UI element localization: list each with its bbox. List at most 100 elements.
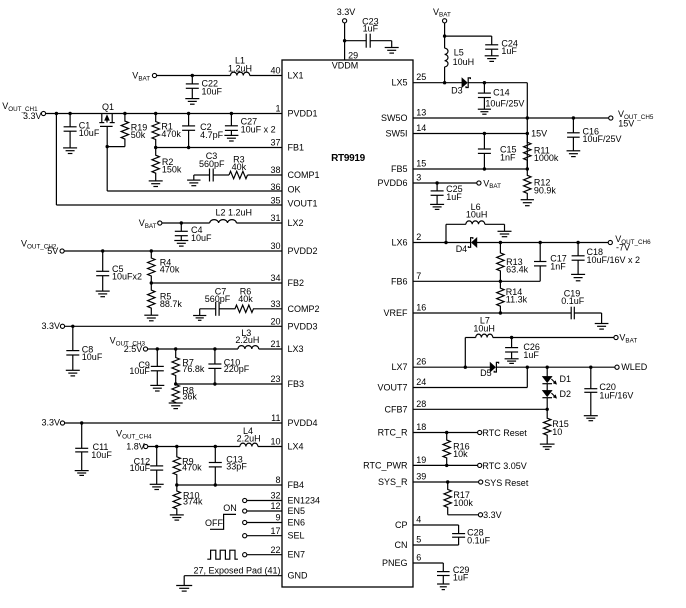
svg-text:SW5I: SW5I [385,129,407,139]
svg-text:VBAT: VBAT [483,178,501,190]
svg-text:10uF x 2: 10uF x 2 [241,125,276,135]
svg-text:VREF: VREF [383,308,408,318]
svg-text:R19: R19 [131,123,148,133]
svg-text:10uF: 10uF [82,352,103,362]
svg-text:C23: C23 [362,17,379,27]
svg-text:R15: R15 [552,419,569,429]
svg-text:FB2: FB2 [288,278,305,288]
svg-text:C7: C7 [215,287,227,297]
svg-text:VOUT7: VOUT7 [377,383,407,393]
svg-text:23: 23 [270,374,280,384]
svg-text:12: 12 [270,501,280,511]
svg-text:COMP2: COMP2 [288,304,320,314]
svg-text:PVDD4: PVDD4 [288,418,318,428]
svg-text:LX1: LX1 [288,71,304,81]
svg-text:C15: C15 [500,145,517,155]
svg-text:PNEG: PNEG [382,558,408,568]
svg-text:8: 8 [275,475,280,485]
svg-text:OK: OK [288,184,301,194]
svg-text:R10: R10 [183,490,200,500]
svg-text:LX4: LX4 [288,442,304,452]
svg-text:220pF: 220pF [224,364,250,374]
svg-text:10uH: 10uH [453,57,475,67]
svg-text:C18: C18 [587,247,604,257]
svg-text:EN6: EN6 [288,518,306,528]
svg-text:D3: D3 [451,86,463,96]
svg-text:1uF: 1uF [523,350,539,360]
svg-text:OFF: OFF [205,518,223,528]
svg-text:R11: R11 [534,145,550,155]
svg-text:C29: C29 [453,565,470,575]
svg-text:R16: R16 [453,441,470,451]
svg-text:LX2: LX2 [288,218,304,228]
svg-text:C20: C20 [599,382,616,392]
svg-text:1uF: 1uF [501,46,517,56]
svg-text:R12: R12 [534,178,551,188]
svg-text:39: 39 [416,472,426,482]
svg-text:R9: R9 [182,456,194,466]
svg-text:3.3V: 3.3V [41,418,60,428]
svg-text:EN5: EN5 [288,506,306,516]
svg-text:76.8k: 76.8k [182,364,205,374]
svg-text:CFB7: CFB7 [384,404,407,414]
svg-text:34: 34 [270,273,280,283]
svg-text:10uF/25V: 10uF/25V [583,134,622,144]
svg-text:WLED: WLED [621,362,648,372]
svg-text:10uF: 10uF [79,128,100,138]
svg-text:VOUT_CH4: VOUT_CH4 [116,429,152,441]
svg-text:C26: C26 [523,342,540,352]
svg-text:C3: C3 [206,151,218,161]
svg-text:C13: C13 [226,455,243,465]
svg-text:10uF: 10uF [129,366,150,376]
svg-text:L3: L3 [241,328,251,338]
svg-text:CN: CN [395,540,408,550]
svg-text:1000k: 1000k [534,153,559,163]
svg-text:RT9919: RT9919 [331,153,366,164]
svg-text:2.2uH: 2.2uH [237,434,261,444]
svg-text:VOUT_CH3: VOUT_CH3 [110,336,146,348]
svg-text:C4: C4 [191,225,203,235]
svg-text:VOUT_CH6: VOUT_CH6 [615,234,651,246]
svg-text:R1: R1 [161,122,173,132]
svg-text:EN1234: EN1234 [288,496,321,506]
svg-text:470k: 470k [161,129,181,139]
svg-text:RTC_R: RTC_R [378,428,408,438]
svg-text:D4: D4 [456,244,468,254]
svg-text:1uF: 1uF [363,24,379,34]
svg-text:COMP1: COMP1 [288,170,320,180]
svg-text:40: 40 [270,66,280,76]
svg-text:C12: C12 [134,457,151,467]
svg-text:VOUT_CH1: VOUT_CH1 [2,101,38,113]
svg-text:R13: R13 [506,257,523,267]
svg-text:18: 18 [416,422,426,432]
svg-text:11.3k: 11.3k [506,295,528,305]
svg-text:LX3: LX3 [288,344,304,354]
svg-text:RTC Reset: RTC Reset [482,428,527,438]
svg-text:63.4k: 63.4k [506,265,529,275]
svg-text:10k: 10k [453,449,468,459]
svg-text:88.7k: 88.7k [160,299,183,309]
svg-text:6: 6 [416,553,421,563]
svg-text:10uH: 10uH [473,323,495,333]
svg-text:3.3V: 3.3V [337,7,356,17]
svg-text:SYS Reset: SYS Reset [484,478,529,488]
svg-text:FB3: FB3 [288,379,305,389]
svg-text:1: 1 [275,104,280,114]
svg-text:D2: D2 [560,389,572,399]
svg-text:150k: 150k [162,165,182,175]
svg-text:10uF/16V x 2: 10uF/16V x 2 [587,255,641,265]
svg-text:3.3V: 3.3V [483,510,502,520]
svg-text:1uF: 1uF [453,573,469,583]
svg-text:0.1uF: 0.1uF [467,536,491,546]
svg-text:9: 9 [275,513,280,523]
svg-text:C14: C14 [493,88,510,98]
svg-text:PVDD1: PVDD1 [288,109,318,119]
svg-text:1nF: 1nF [500,153,516,163]
svg-text:15V: 15V [531,129,547,139]
svg-text:40k: 40k [238,294,253,304]
svg-text:C11: C11 [93,442,109,452]
svg-text:5: 5 [416,535,421,545]
svg-text:CP: CP [395,520,408,530]
svg-text:28: 28 [416,399,426,409]
svg-text:31: 31 [270,213,280,223]
